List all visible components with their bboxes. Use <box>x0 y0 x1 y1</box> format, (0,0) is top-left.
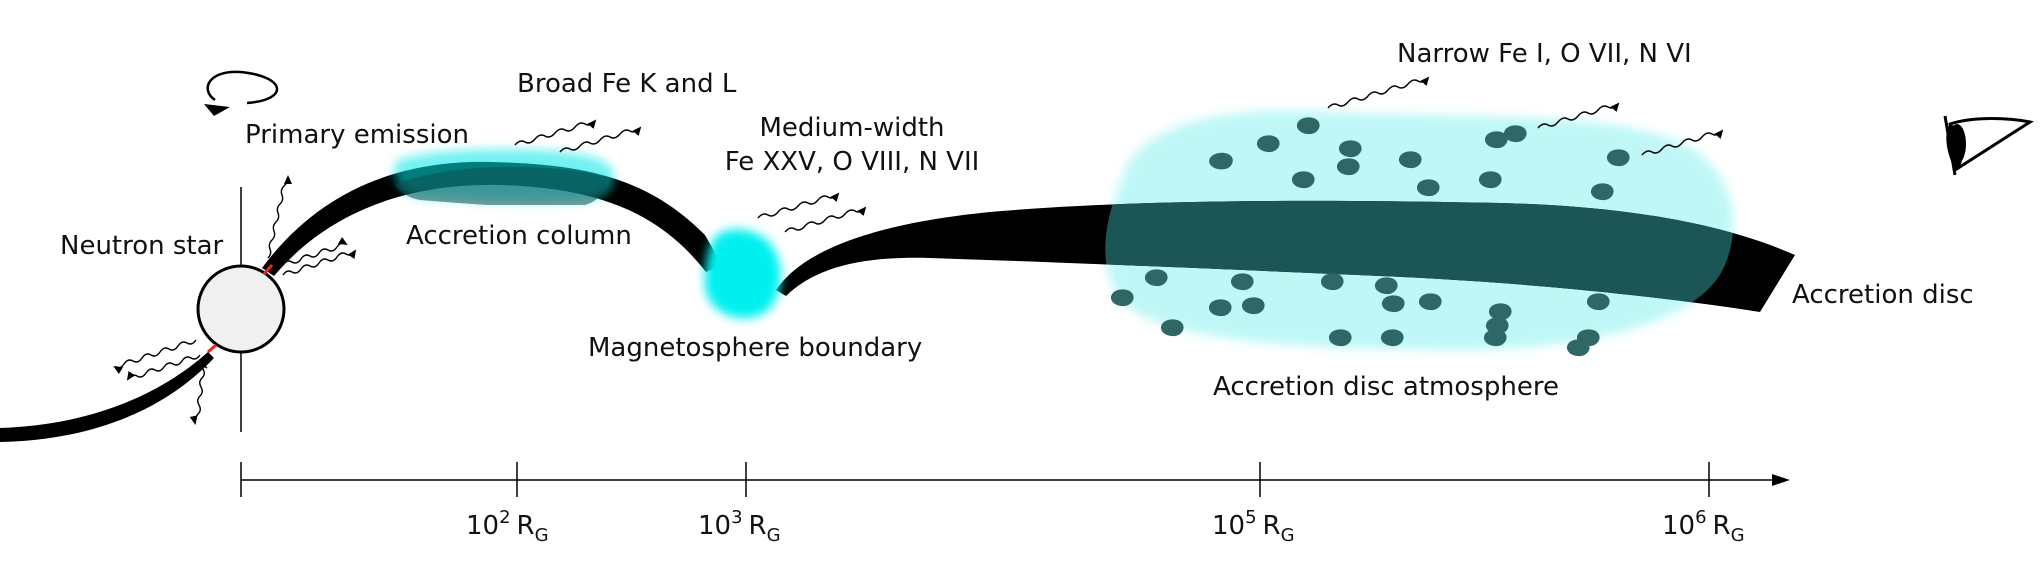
atmosphere-clumps <box>1110 117 1630 357</box>
inner-disc-strip <box>0 352 214 442</box>
pole-south <box>207 343 217 354</box>
label-primary-emission: Primary emission <box>245 120 469 150</box>
label-narrow-fe: Narrow Fe I, O VII, N VI <box>1397 39 1692 69</box>
emission-arrows <box>113 76 1724 425</box>
label-magnetosphere-boundary: Magnetosphere boundary <box>588 333 922 363</box>
radius-axis <box>240 462 1790 497</box>
rotation-arrow-icon <box>204 70 279 116</box>
label-medium-width: Medium-width <box>759 113 944 143</box>
eye-icon <box>1943 115 2034 176</box>
label-accretion-disc: Accretion disc <box>1792 280 1974 310</box>
label-broad-fe: Broad Fe K and L <box>517 69 737 99</box>
label-neutron-star: Neutron star <box>60 231 224 261</box>
magnetosphere-boundary-blob <box>704 229 781 319</box>
label-medium-width-ions: Fe XXV, O VIII, N VII <box>725 147 980 177</box>
label-accretion-column: Accretion column <box>406 221 632 251</box>
label-accretion-disc-atmosphere: Accretion disc atmosphere <box>1213 372 1559 402</box>
pole-north <box>262 264 274 275</box>
neutron-star <box>196 264 286 354</box>
